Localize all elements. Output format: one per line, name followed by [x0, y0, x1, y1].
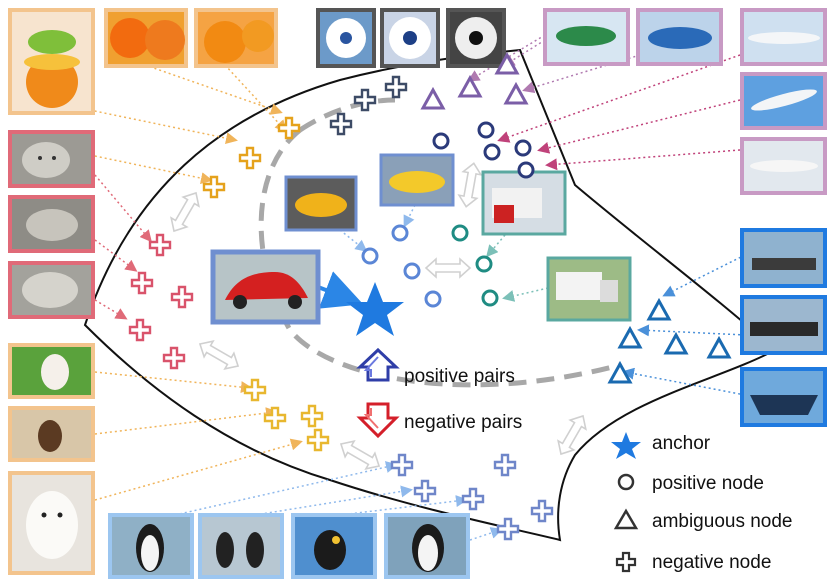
- boundary-dashed-curve: [258, 128, 621, 388]
- image-blimp-1: [543, 8, 630, 66]
- image-leopard-1: [8, 130, 95, 188]
- legend-positive-node-label: positive node: [652, 473, 764, 494]
- image-dog-3: [8, 471, 95, 575]
- legend-anchor-star: [611, 432, 641, 459]
- image-car-2: [284, 175, 358, 232]
- image-dog-1: [8, 343, 95, 399]
- image-penguin-2: [198, 513, 284, 579]
- negative-pairs-arrow: [356, 402, 400, 439]
- image-orange-1: [8, 8, 95, 115]
- image-penguin-1: [108, 513, 194, 579]
- image-ship-3: [740, 367, 827, 427]
- legend-negative-node-label: negative node: [652, 552, 771, 573]
- image-ball-3: [446, 8, 506, 68]
- image-ship-1: [740, 228, 827, 288]
- negative-pairs-label: negative pairs: [404, 412, 522, 433]
- image-plane-3: [740, 137, 827, 195]
- image-leopard-3: [8, 261, 95, 319]
- image-plane-2: [740, 72, 827, 130]
- image-ball-1: [316, 8, 376, 68]
- image-truck-1: [481, 170, 567, 236]
- image-orange-3: [194, 8, 278, 68]
- image-leopard-2: [8, 195, 95, 253]
- image-orange-2: [104, 8, 188, 68]
- anchor-connector: [317, 271, 364, 309]
- anchor-star: [346, 282, 404, 336]
- image-tiles: [8, 8, 827, 579]
- legend-anchor-label: anchor: [652, 433, 711, 454]
- image-dog-2: [8, 406, 95, 462]
- positive-pairs-label: positive pairs: [404, 366, 515, 387]
- image-ship-2: [740, 295, 827, 355]
- link-lines: [79, 34, 746, 541]
- image-plane-1: [740, 8, 827, 66]
- embedding-region: [83, 48, 777, 542]
- legend-ambiguous-node-icon: [613, 508, 639, 530]
- image-car-3: [379, 153, 455, 207]
- legend-ambiguous-node-label: ambiguous node: [652, 511, 793, 532]
- boundary-dashed-curve-top: [298, 97, 396, 133]
- legend-positive-node-icon: [617, 473, 635, 491]
- legend-negative-node-icon: [615, 551, 637, 573]
- legend: anchor positive node ambiguous node nega…: [611, 432, 793, 573]
- image-penguin-4: [384, 513, 470, 579]
- positive-pairs-arrow: [356, 347, 400, 382]
- image-blimp-2: [636, 8, 723, 66]
- image-penguin-3: [291, 513, 377, 579]
- image-ball-2: [380, 8, 440, 68]
- image-car-anchor: [210, 249, 321, 325]
- image-truck-2: [546, 256, 632, 322]
